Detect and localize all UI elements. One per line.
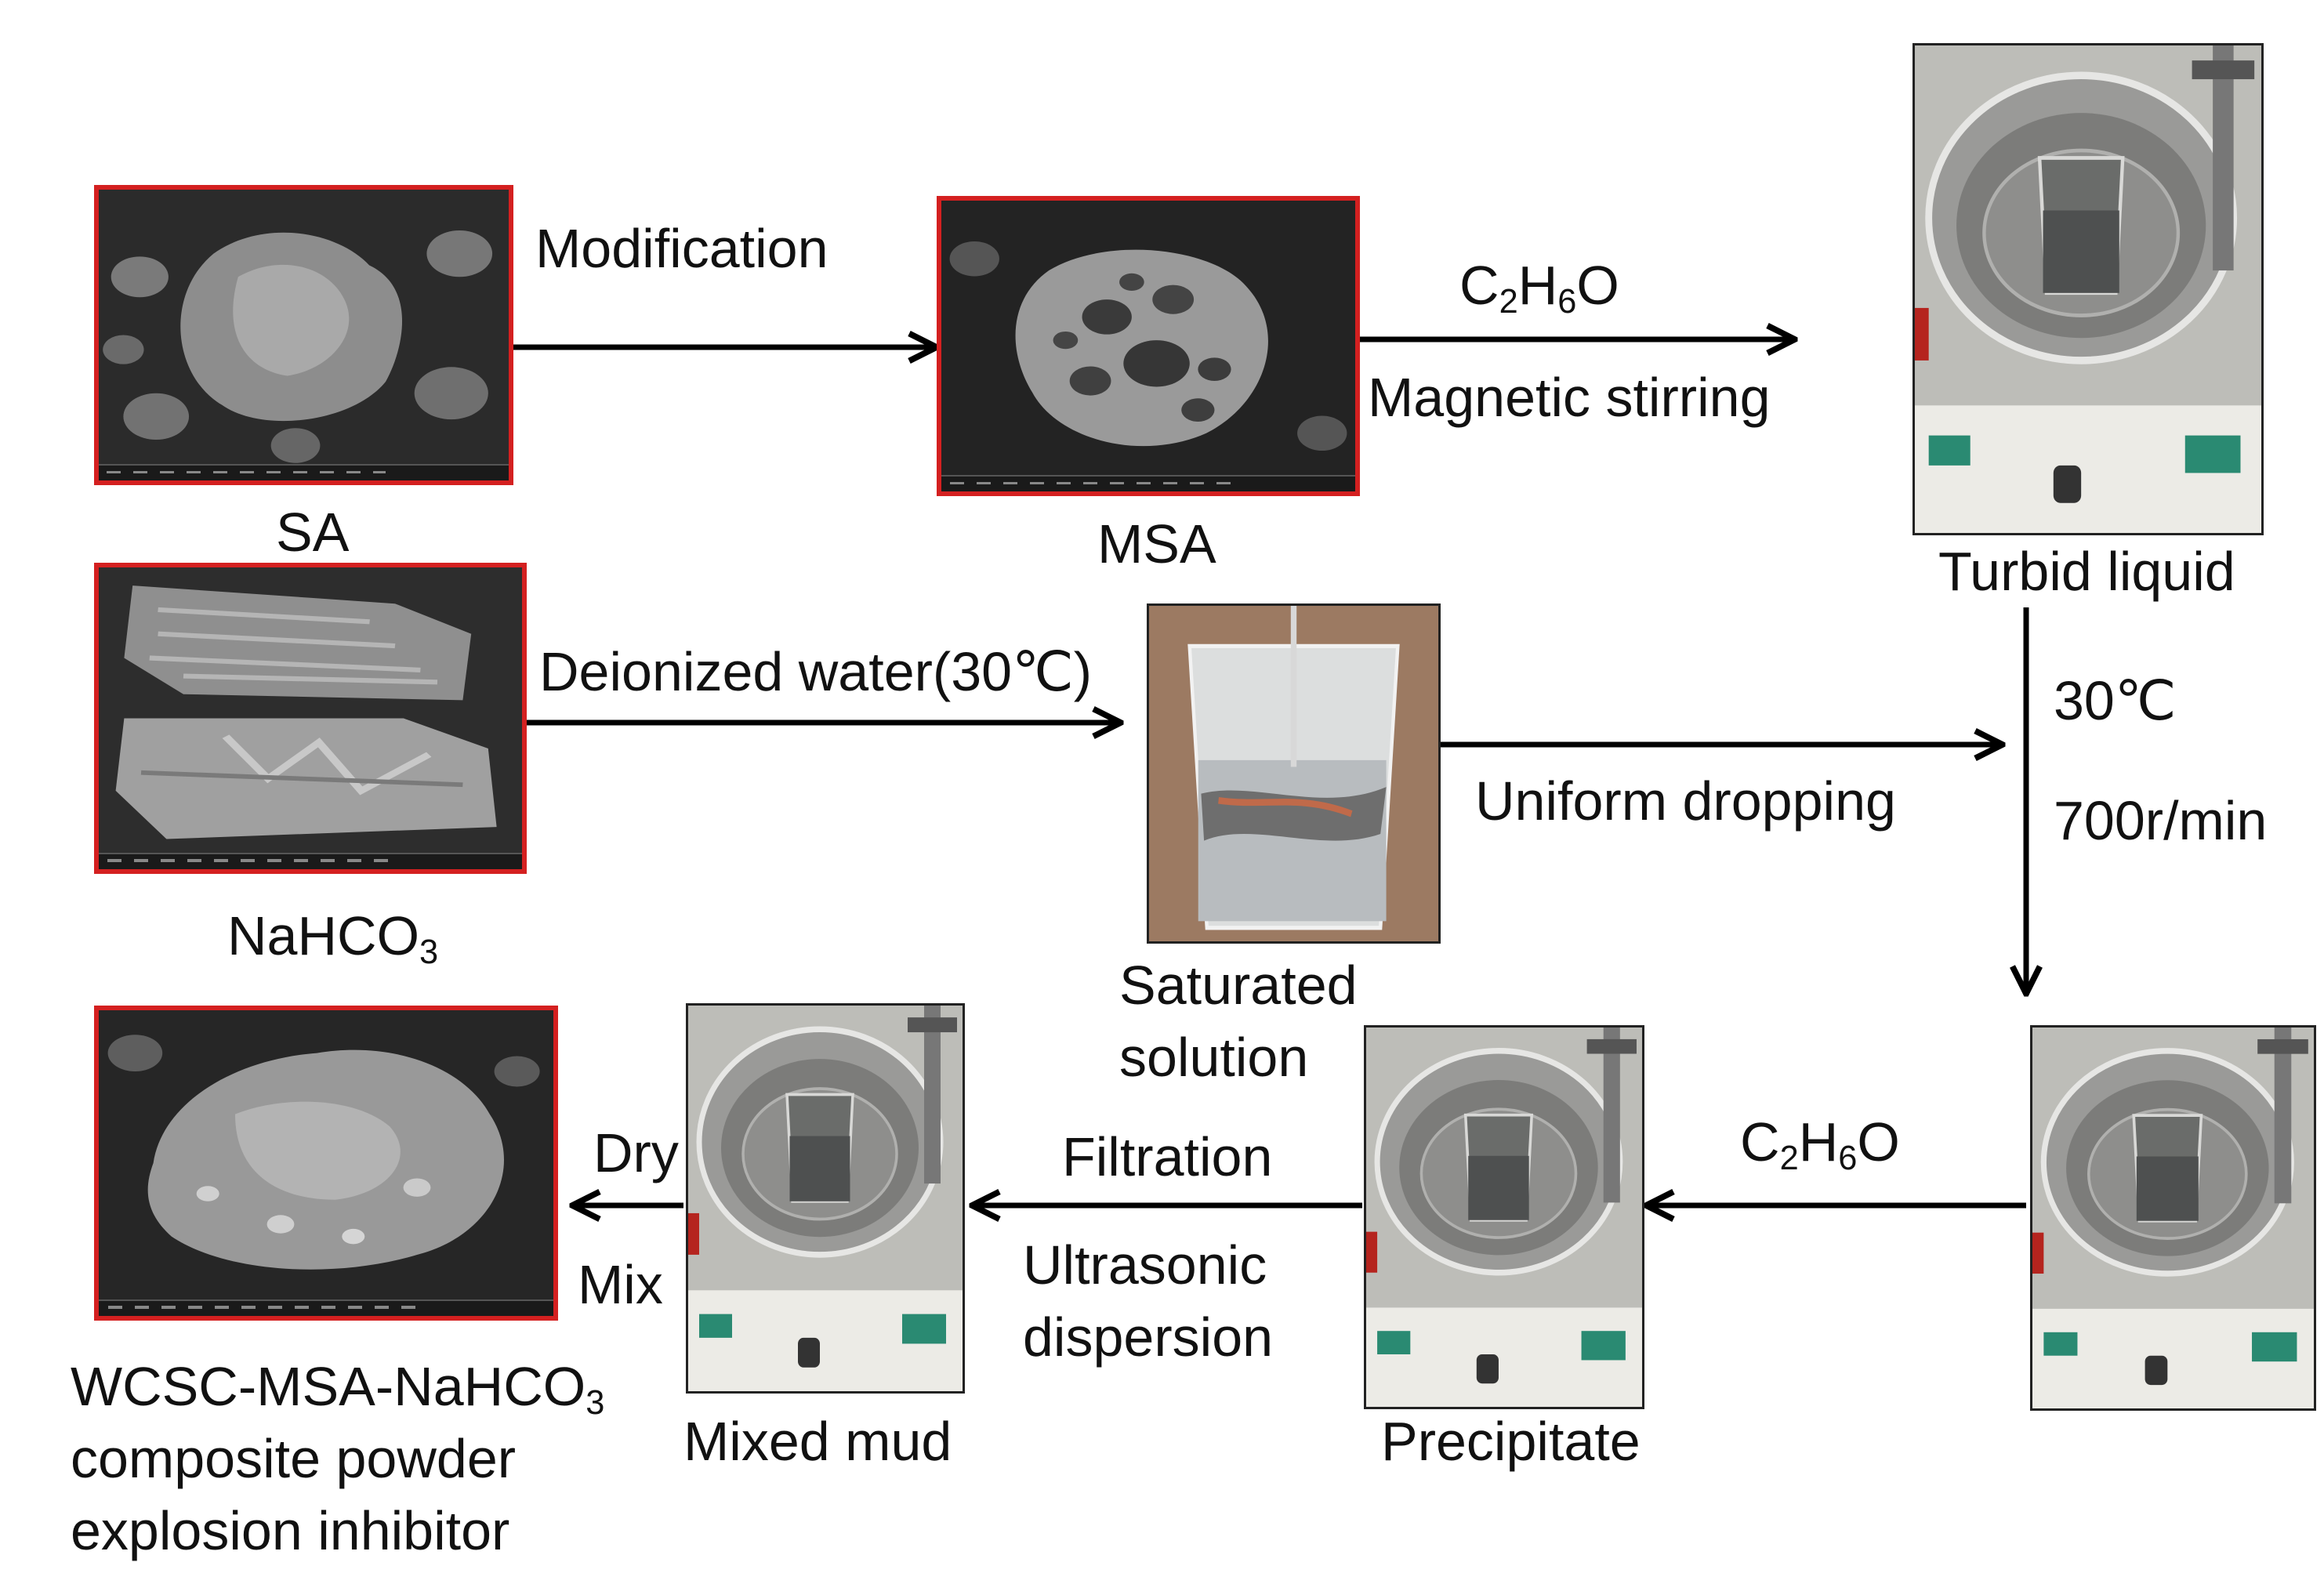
label-msa: MSA [1097, 513, 1216, 574]
label-saturated-solution-line1: Saturated [1119, 955, 1358, 1016]
photo-mixed-mud [686, 1003, 965, 1394]
photo-turbid-liquid [1912, 43, 2264, 535]
label-turbid-liquid: Turbid liquid [1938, 541, 2235, 602]
label-filtration: Filtration [1062, 1126, 1273, 1187]
label-nahco3: NaHCO3 [227, 905, 439, 971]
label-precipitate: Precipitate [1381, 1411, 1641, 1472]
sem-image-msa [937, 196, 1360, 496]
label-ultrasonic-line2: dispersion [1023, 1307, 1274, 1368]
photo-saturated-solution [1147, 603, 1441, 944]
label-dry: Dry [593, 1122, 679, 1183]
sem-image-nahco3 [94, 563, 527, 874]
label-product-line3: explosion inhibitor [71, 1500, 510, 1561]
sem-image-sa [94, 185, 513, 485]
label-magnetic-stirring: Magnetic stirring [1368, 367, 1771, 428]
label-mixed-mud: Mixed mud [683, 1411, 952, 1472]
label-ultrasonic-line1: Ultrasonic [1023, 1234, 1267, 1296]
sem-image-product [94, 1006, 558, 1321]
label-ethanol-bottom: C2H6O [1740, 1111, 1900, 1177]
photo-precipitate [1364, 1025, 1644, 1409]
label-stir-speed: 700r/min [2054, 790, 2268, 851]
label-saturated-solution-line2: solution [1119, 1027, 1309, 1088]
label-modification: Modification [535, 218, 828, 279]
label-deionized-water: Deionized water(30℃) [539, 641, 1093, 702]
label-ethanol-top: C2H6O [1459, 255, 1619, 321]
label-uniform-dropping: Uniform dropping [1475, 770, 1896, 832]
label-sa: SA [276, 502, 350, 563]
label-temperature: 30℃ [2054, 670, 2177, 731]
label-product-line2: composite powder [71, 1428, 517, 1489]
label-product-line1: WCSC-MSA-NaHCO3 [71, 1356, 605, 1422]
photo-stirring-bottom-right [2030, 1025, 2316, 1411]
label-mix: Mix [578, 1254, 663, 1315]
